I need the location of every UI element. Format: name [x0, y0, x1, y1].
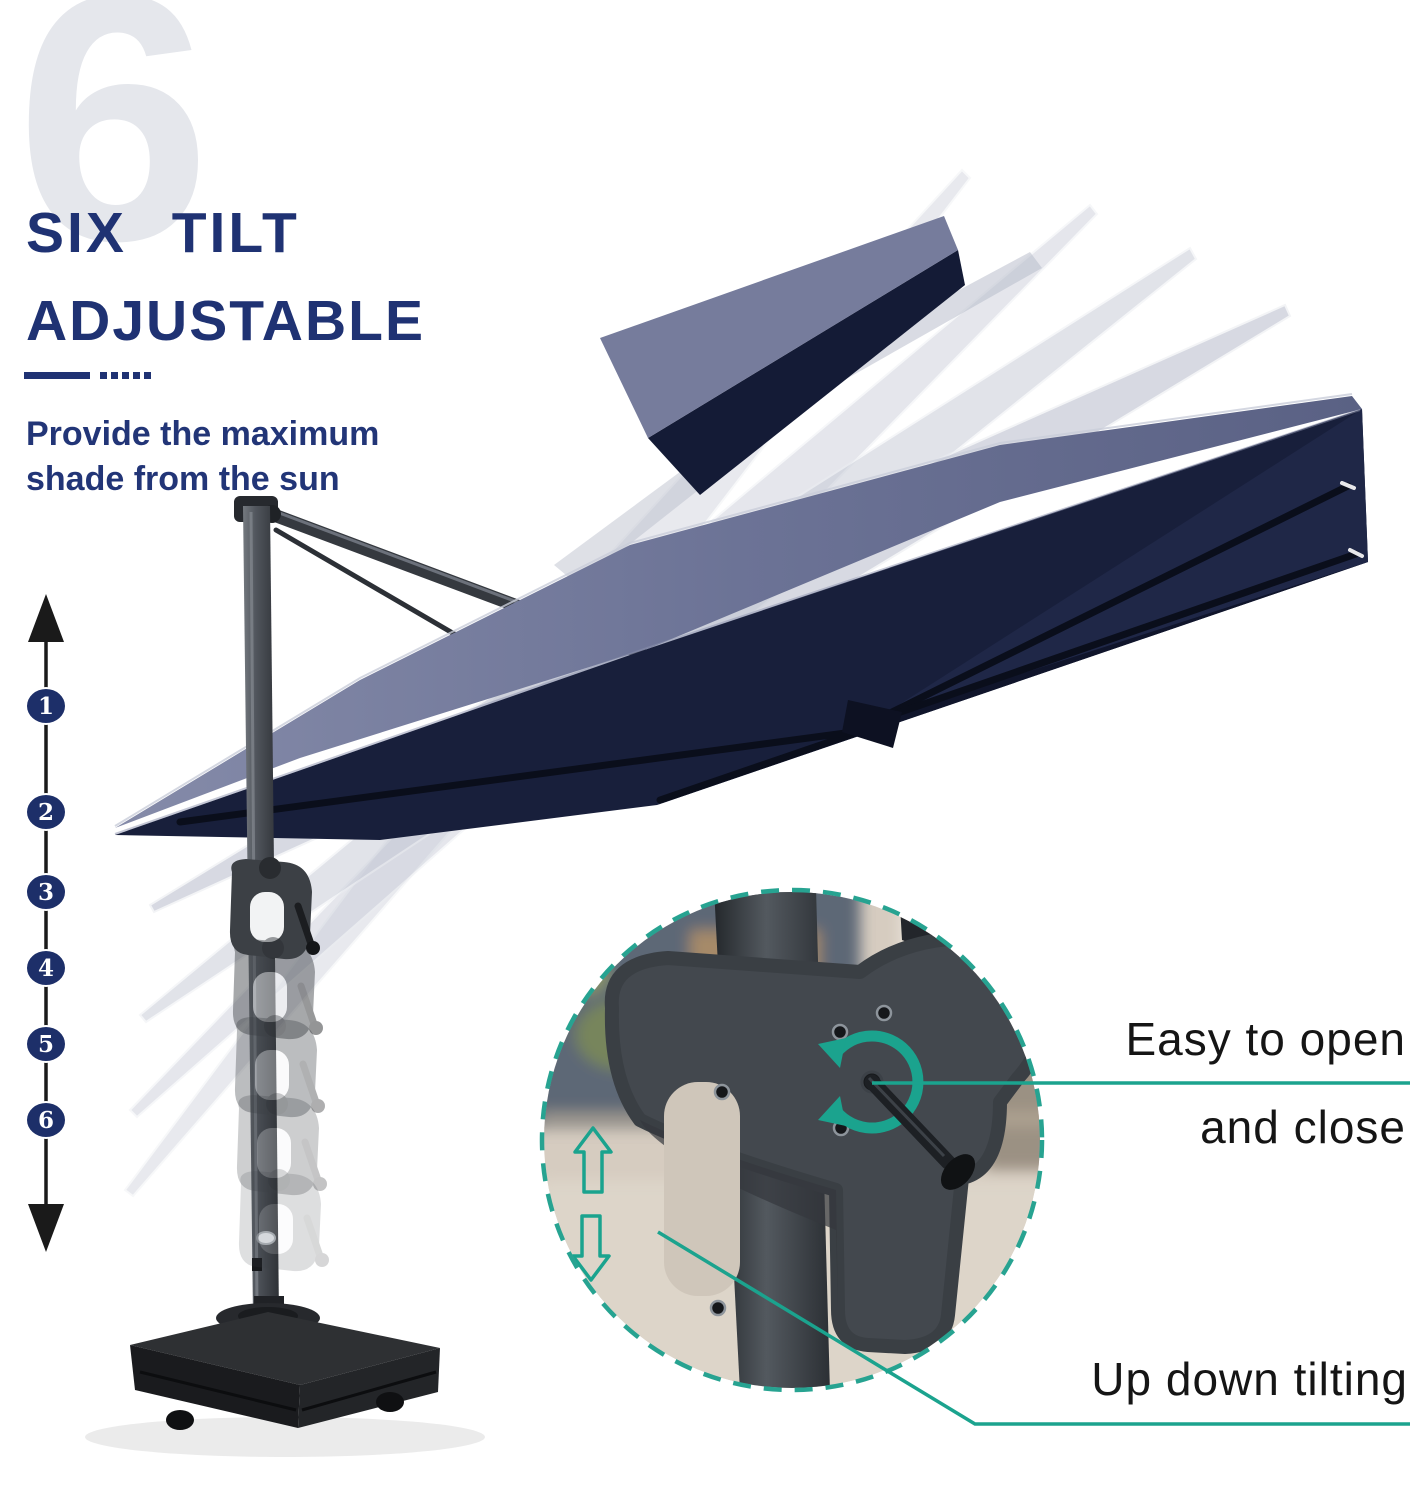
- feature-title-line2: ADJUSTABLE: [26, 289, 425, 353]
- feature-subtitle-line1: Provide the maximum: [26, 415, 380, 453]
- title-dots: [100, 372, 151, 379]
- feature-title-line1: SIX TILT: [26, 201, 300, 265]
- big-number-6: 6: [16, 0, 211, 314]
- tilting-caption: Up down tilting: [1091, 1353, 1408, 1405]
- feature-subtitle-line2: shade from the sun: [26, 460, 340, 498]
- inset-dashed-border: [539, 887, 1045, 1393]
- tilt-position-badge-5: 5: [25, 1025, 67, 1063]
- base-wheel: [166, 1410, 194, 1430]
- canopy-ribs: [176, 482, 1360, 826]
- crank-zoom-inset: [539, 887, 1045, 1393]
- open-close-caption-line2: and close: [1200, 1101, 1406, 1153]
- tilt-position-badge-6: 6: [25, 1101, 67, 1139]
- title-underline: [24, 372, 90, 379]
- base-wheel: [376, 1392, 404, 1412]
- open-close-caption-line1: Easy to open: [1125, 1013, 1406, 1065]
- down-outline-arrow-icon: [571, 1214, 611, 1282]
- umbrella-base: [85, 1296, 485, 1457]
- tilt-position-badge-1: 1: [25, 687, 67, 725]
- callout-leader-lines: [657, 1081, 1410, 1426]
- canopy-underside: [115, 409, 1368, 840]
- canopy-top-face: [115, 396, 1362, 828]
- inset-handle-hole: [664, 1082, 740, 1296]
- canopy-second-tier-shadow: [648, 250, 965, 495]
- canopy: [114, 216, 1368, 840]
- tilt-position-badge-4: 4: [25, 949, 67, 987]
- tilting-leader-line: [657, 1230, 1410, 1426]
- up-outline-arrow-icon: [573, 1126, 613, 1194]
- tilt-position-badge-2: 2: [25, 793, 67, 831]
- canopy-second-tier: [600, 216, 958, 438]
- tilt-position-badge-3: 3: [25, 873, 67, 911]
- screw-icon: [709, 1004, 893, 1317]
